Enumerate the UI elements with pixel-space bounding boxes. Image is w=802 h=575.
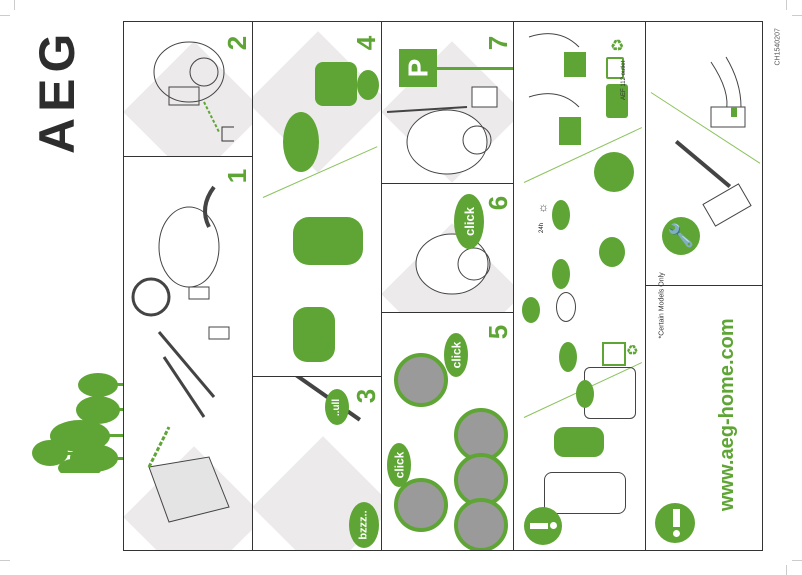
container-empty-illustration [544,472,626,514]
click-bubble: click [454,194,484,249]
crop-mark [786,565,787,575]
nozzle-maintenance-panel: 🔧 [645,21,763,286]
website-url[interactable]: www.aeg-home.com [716,318,738,511]
dust-container-remove [293,307,335,362]
step-3-panel: 3 ..ull bzzz.. [252,376,382,551]
container-lid [357,70,379,100]
step-number: 7 [482,35,513,51]
nozzle-clean-illustration [710,56,746,128]
cyclone-filter [559,342,577,372]
filter-housing [556,292,576,322]
step-number: 4 [350,35,381,51]
step-1-panel: 1 [123,156,253,551]
detail-callout [283,112,319,172]
hard-floor-detail-3 [454,498,508,550]
wrench-icon: 🔧 [662,217,700,255]
exhaust-filter [606,84,628,118]
container-illustration [315,62,357,106]
filter-label-icon [606,57,624,79]
vacuum-reinsert-illustration [415,233,491,295]
filter-detail-callout [594,152,634,192]
step-4-panel: 4 [252,21,382,377]
wand-illustration [674,139,732,189]
vacuum-parking-illustration [387,86,498,175]
disclaimer-text: *Certain Models Only [658,272,666,339]
crop-mark [786,0,787,10]
step-6-panel: 6 click [381,183,514,313]
step-number: 3 [350,388,381,404]
click-bubble: click [444,333,468,377]
carpet-detail [394,478,448,532]
crop-mark [0,560,10,561]
step-2-panel: 2 [123,21,253,157]
recycle-icon: ♻ [610,38,625,55]
unpack-accessories-illustration [131,185,230,523]
vacuum-cord-illustration [153,41,234,142]
step-number: 5 [482,324,513,340]
crop-mark [792,560,802,561]
filter-sponge [522,297,540,323]
crop-mark [14,0,15,10]
filter-maintenance-panel: AEF 112 outlet ♻ ☼ 24h ♻ [513,21,646,551]
aeg-logo: AEG [29,27,85,154]
step-5-panel: 5 click click [381,312,514,551]
container-filter [576,380,594,408]
bzzz-bubble: bzzz.. [349,502,379,548]
sun-icon: ☼ [538,200,549,214]
exhaust-filter-illustration [528,33,586,145]
washed-filter [552,259,570,289]
dust-container-open [293,217,363,265]
power-bubble: ..ull [325,389,349,425]
recycle-icon: ♻ [626,342,639,358]
nozzle-illustration [702,183,752,227]
drying-time: 24h [539,222,545,233]
parking-line [437,67,513,70]
step-7-panel: 7 P [381,21,514,184]
filter-label-icon [602,342,626,366]
step-number: 6 [482,195,513,211]
crop-mark [0,15,10,16]
parking-badge: P [399,49,437,87]
wet-filter [552,200,570,230]
document-code: CH1540207 [774,28,782,66]
click-bubble: click [387,443,411,487]
wand-illustration [284,377,362,422]
crop-mark [792,15,802,16]
trees-icon [28,358,130,478]
info-icon [655,503,695,543]
cyclone-insert [554,427,604,457]
info-icon [524,507,562,545]
upholstery-detail [394,353,448,407]
motor-filter [599,237,625,267]
